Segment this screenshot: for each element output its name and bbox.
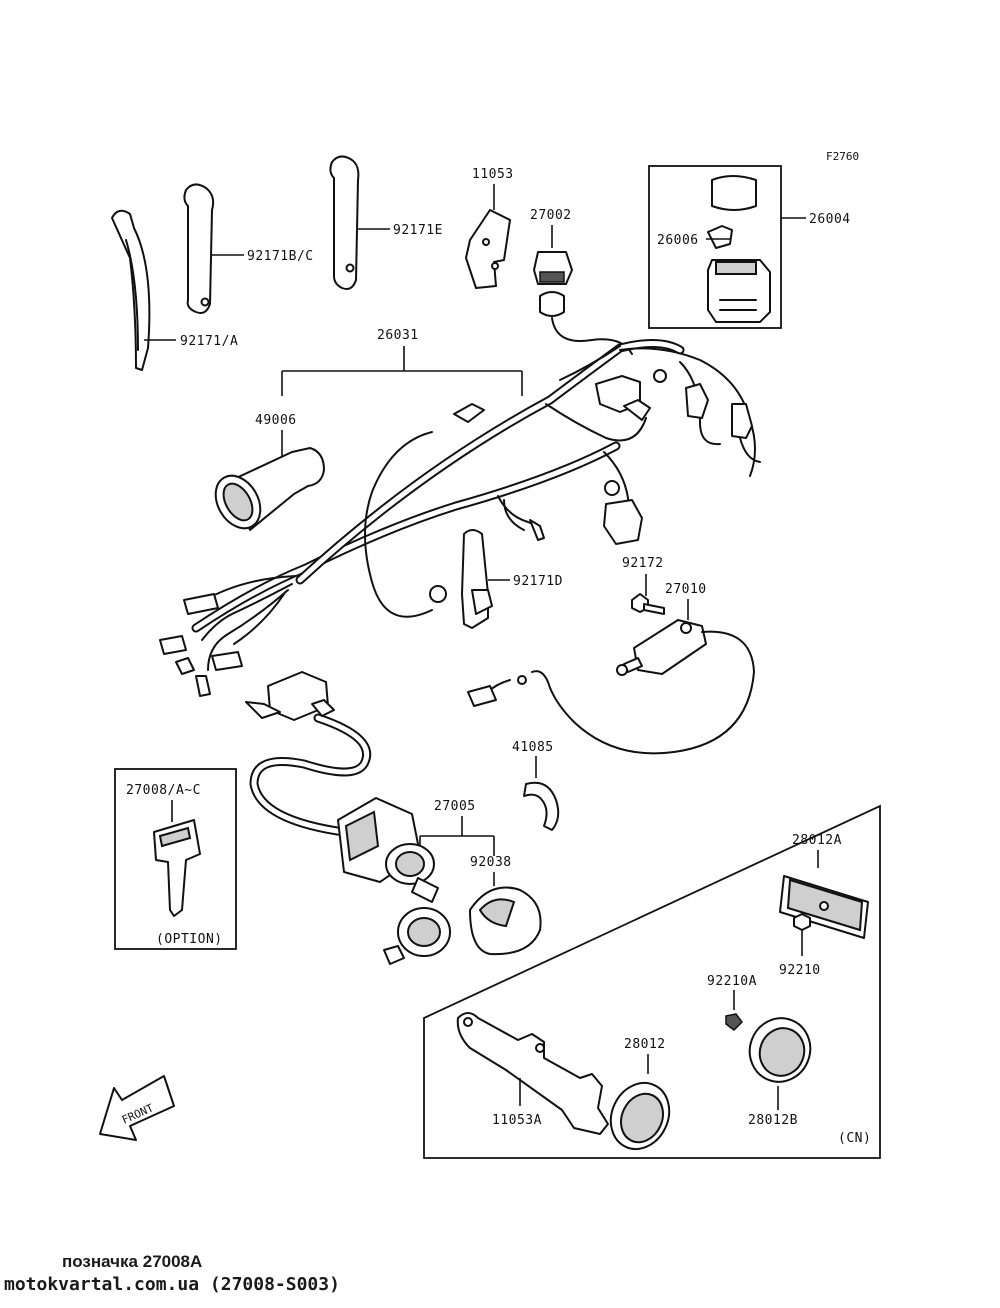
front-arrow-icon: FRONT	[99, 1075, 175, 1141]
label-11053a: 11053A	[492, 1113, 542, 1128]
cable-tie-92171a: 92171/A	[111, 209, 238, 371]
label-92172: 92172	[622, 556, 664, 571]
footer-source: motokvartal.com.ua (27008-S003)	[4, 1274, 340, 1295]
label-27008: 27008/A~C	[126, 783, 201, 798]
wire-harness-26031	[159, 339, 761, 697]
clamp-92171e: 92171E	[329, 155, 443, 290]
clamp-92171bc: 92171B/C	[183, 183, 314, 314]
label-27010: 27010	[665, 582, 707, 597]
label-92171d: 92171D	[513, 574, 563, 589]
label-26004: 26004	[809, 212, 851, 227]
footer-part-code: позначка 27008A	[62, 1252, 203, 1271]
label-26031: 26031	[377, 328, 419, 343]
clamp-92171d: 92171D	[461, 529, 563, 629]
label-49006: 49006	[255, 413, 297, 428]
clip-41085: 41085	[512, 740, 560, 831]
label-92210a: 92210A	[707, 974, 757, 989]
label-92171a: 92171/A	[180, 334, 238, 349]
harness-label-26031: 26031	[281, 328, 523, 396]
ignition-switch-27005: 27005 92038	[245, 671, 542, 965]
label-27005: 27005	[434, 799, 476, 814]
fuse-box-group-26004: 26004 26006	[648, 165, 851, 329]
label-92038: 92038	[470, 855, 512, 870]
diagram-code: F2760	[826, 150, 859, 163]
label-option: (OPTION)	[156, 932, 223, 947]
label-26006: 26006	[657, 233, 699, 248]
label-11053: 11053	[472, 167, 514, 182]
label-27002: 27002	[530, 208, 572, 223]
label-28012b: 28012B	[748, 1113, 798, 1128]
key-27008-option-box: 27008/A~C (OPTION)	[114, 768, 237, 950]
label-28012: 28012	[624, 1037, 666, 1052]
bracket-11053: 11053	[465, 167, 514, 289]
relay-27002: 27002	[530, 208, 633, 355]
label-92210: 92210	[779, 963, 821, 978]
label-28012a: 28012A	[792, 833, 842, 848]
switch-27010: 92172 27010	[467, 556, 756, 755]
label-92171bc: 92171B/C	[247, 249, 314, 264]
label-cn: (CN)	[838, 1131, 871, 1146]
reflector-group-cn: (CN) 28012A 92210 92210A 28012B 28012 11…	[423, 804, 881, 1159]
label-92171e: 92171E	[393, 223, 443, 238]
label-41085: 41085	[512, 740, 554, 755]
boot-49006: 49006	[214, 413, 325, 531]
